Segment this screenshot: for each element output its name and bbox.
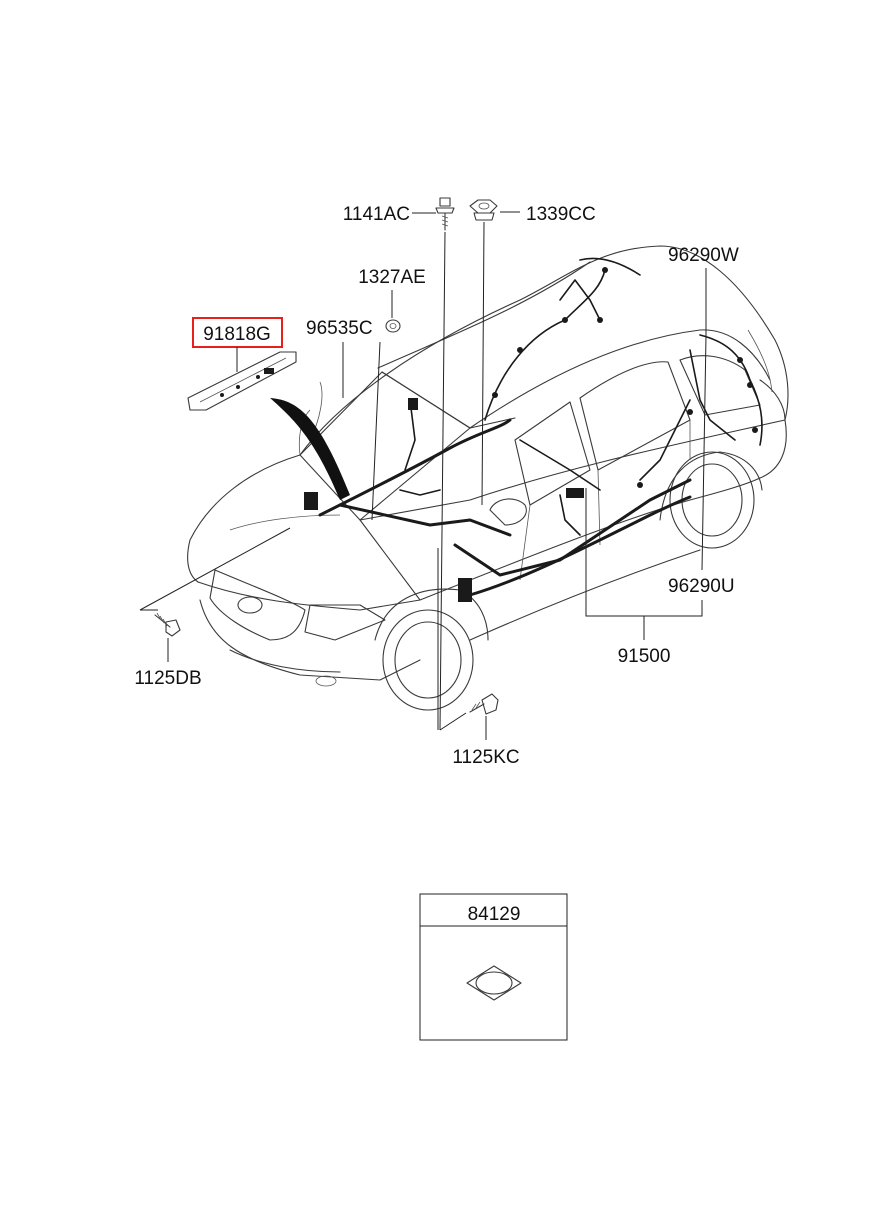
grommet-84129-icon xyxy=(466,965,522,1001)
part-label-91500[interactable]: 91500 xyxy=(618,646,671,667)
part-label-1125kc[interactable]: 1125KC xyxy=(452,747,519,768)
screw-1125db-icon xyxy=(154,612,181,637)
part-label-96535c[interactable]: 96535C xyxy=(306,318,373,339)
part-label-1125db[interactable]: 1125DB xyxy=(134,668,201,689)
part-91818g-harness-bar xyxy=(187,351,297,411)
nut-1339cc-icon xyxy=(469,199,498,221)
screw-1125kc-icon xyxy=(469,693,499,715)
leader-1125kc-a xyxy=(439,712,467,731)
vehicle-outline xyxy=(187,245,789,711)
grommet-1327ae-icon xyxy=(385,319,401,333)
leader-96535c-b xyxy=(371,341,381,521)
part-label-96290w[interactable]: 96290W xyxy=(668,245,739,266)
part-label-1327ae[interactable]: 1327AE xyxy=(358,267,426,288)
part-label-91818g[interactable]: 91818G xyxy=(203,324,271,345)
bolt-1141ac-icon xyxy=(435,197,455,231)
leader-96290w-u xyxy=(701,335,707,571)
leader-1125db-a xyxy=(139,527,291,611)
harness-pointer-wedge xyxy=(270,398,350,500)
part-label-96290u[interactable]: 96290U xyxy=(668,576,735,597)
wiring-harness xyxy=(304,257,763,602)
part-label-84129[interactable]: 84129 xyxy=(468,904,521,925)
part-label-1141ac[interactable]: 1141AC xyxy=(343,204,410,225)
part-84129-inset: 84129 xyxy=(419,893,568,1041)
leader-1141ac-drop xyxy=(439,231,446,731)
leader-1339cc-drop xyxy=(481,221,485,506)
part-label-1339cc[interactable]: 1339CC xyxy=(526,204,596,225)
